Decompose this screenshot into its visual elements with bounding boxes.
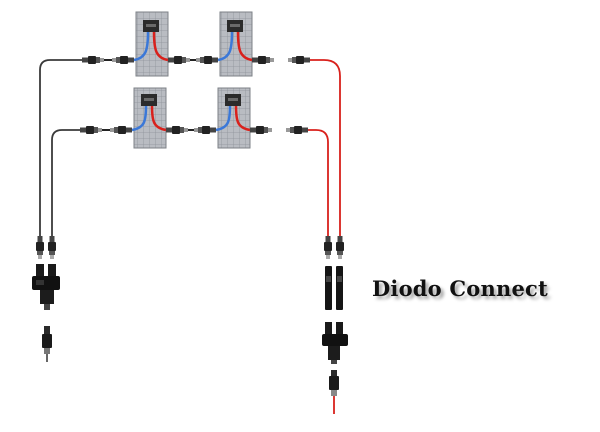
diagram-label: Diodo Connect	[372, 276, 548, 301]
positive-wire	[310, 59, 341, 238]
negative-mc4-plug	[36, 236, 56, 259]
solar-panel	[133, 11, 169, 77]
mc4-connector	[252, 56, 310, 64]
negative-wire	[39, 59, 82, 238]
branch-connector	[322, 322, 348, 364]
solar-panel	[217, 11, 253, 77]
positive-wire	[308, 129, 329, 238]
mc4-connector	[80, 126, 132, 134]
solar-panel	[131, 87, 167, 149]
branch-connector	[32, 264, 60, 310]
mc4-connector	[82, 56, 134, 64]
mc4-connector	[166, 126, 216, 134]
negative-wire	[51, 129, 80, 238]
solar-panel	[215, 87, 251, 149]
diode-connector	[325, 266, 343, 310]
mc4-connector	[250, 126, 308, 134]
positive-mc4-plug	[324, 236, 344, 259]
mc4-connector	[168, 56, 218, 64]
output-mc4-plug	[42, 326, 52, 362]
output-mc4-plug	[329, 370, 339, 414]
